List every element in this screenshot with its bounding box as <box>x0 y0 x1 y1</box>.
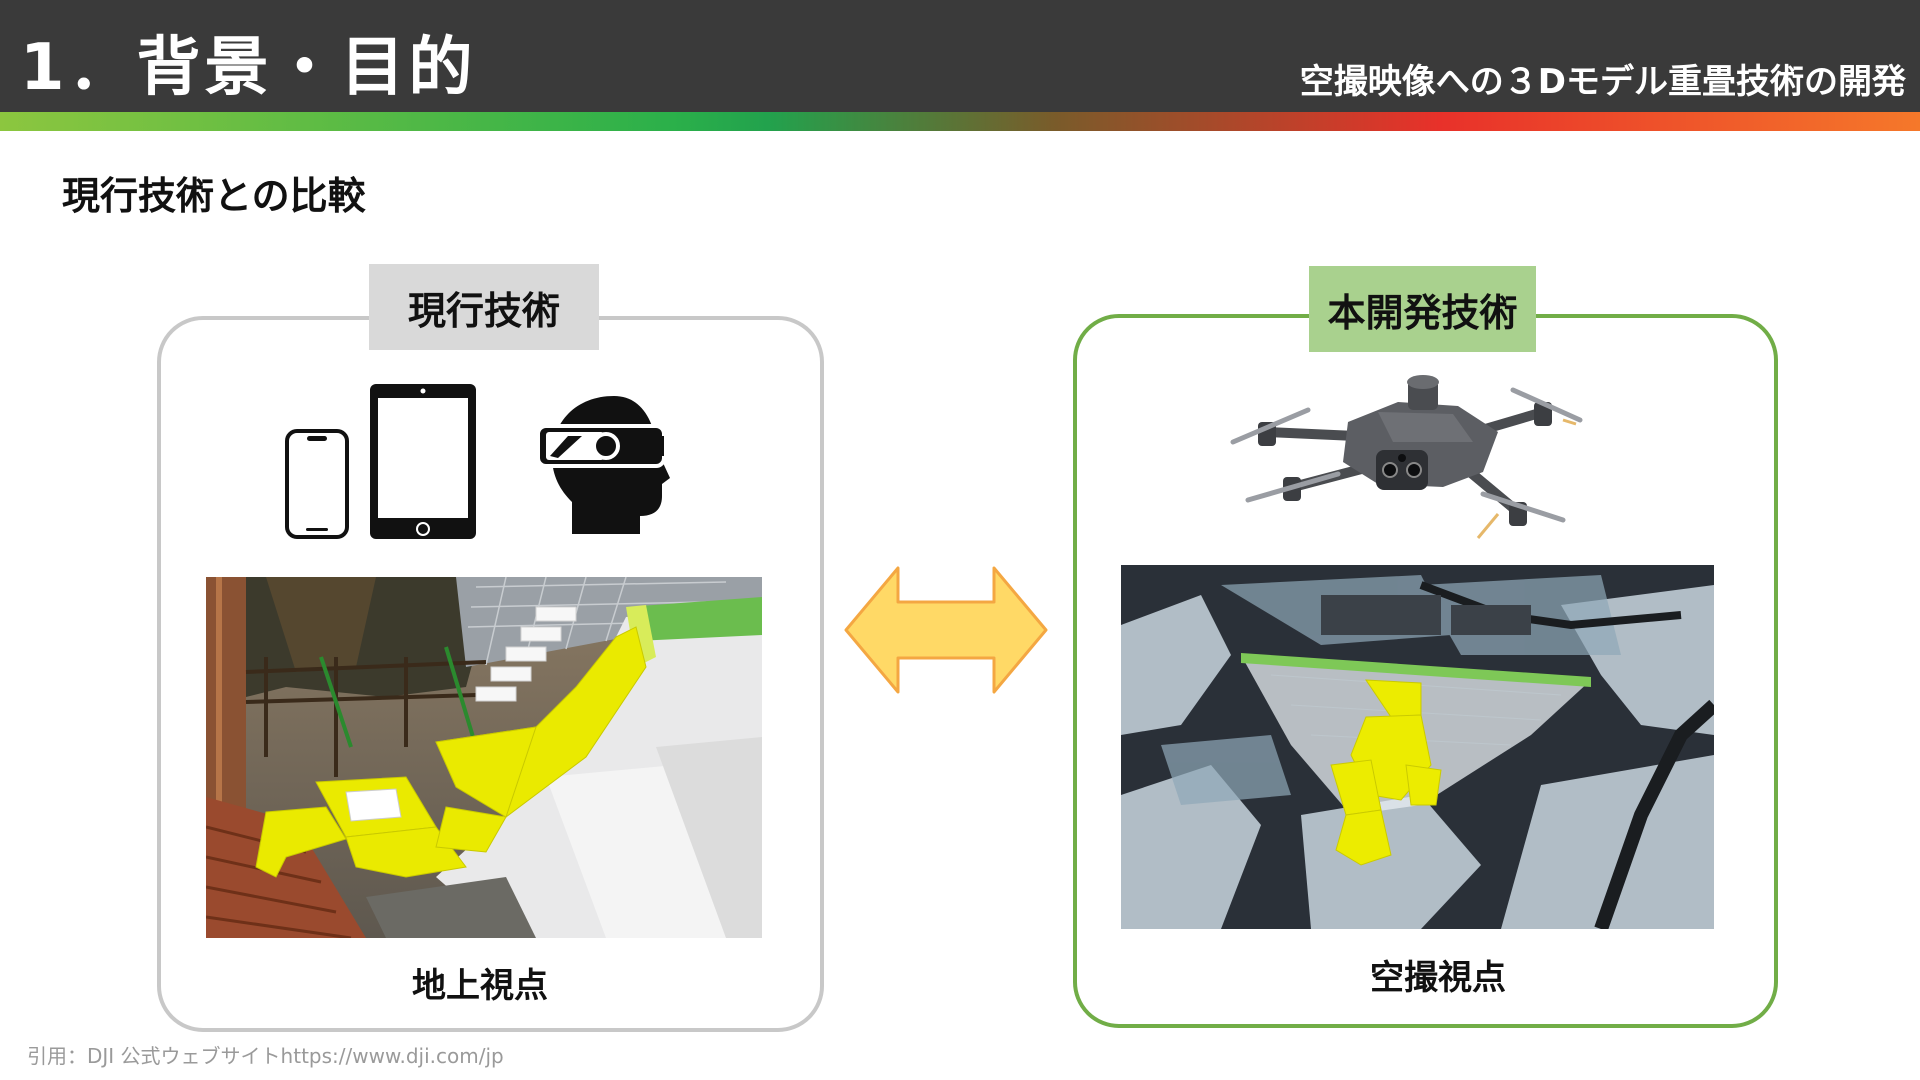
header-bar: 1．背景・目的 空撮映像への３Dモデル重畳技術の開発 <box>0 0 1920 112</box>
current-tech-tag: 現行技術 <box>369 264 599 350</box>
citation-note: 引用：DJI 公式ウェブサイトhttps://www.dji.com/jp <box>27 1044 504 1068</box>
drone-image <box>1230 375 1583 539</box>
vr-headset-icon <box>536 396 670 534</box>
section-heading: 現行技術との比較 <box>62 174 366 218</box>
ground-view-caption: 地上視点 <box>412 966 548 1006</box>
double-arrow-icon <box>844 566 1048 694</box>
aerial-view-photo <box>1121 565 1714 929</box>
slide-subtitle: 空撮映像への３Dモデル重畳技術の開発 <box>1299 62 1906 102</box>
smartphone-icon <box>285 429 349 539</box>
ground-view-photo <box>206 577 762 938</box>
gradient-divider <box>0 112 1920 131</box>
new-tech-tag: 本開発技術 <box>1309 266 1536 352</box>
slide-title: 1．背景・目的 <box>20 31 477 105</box>
aerial-view-caption: 空撮視点 <box>1370 958 1506 998</box>
tablet-icon <box>370 384 476 539</box>
